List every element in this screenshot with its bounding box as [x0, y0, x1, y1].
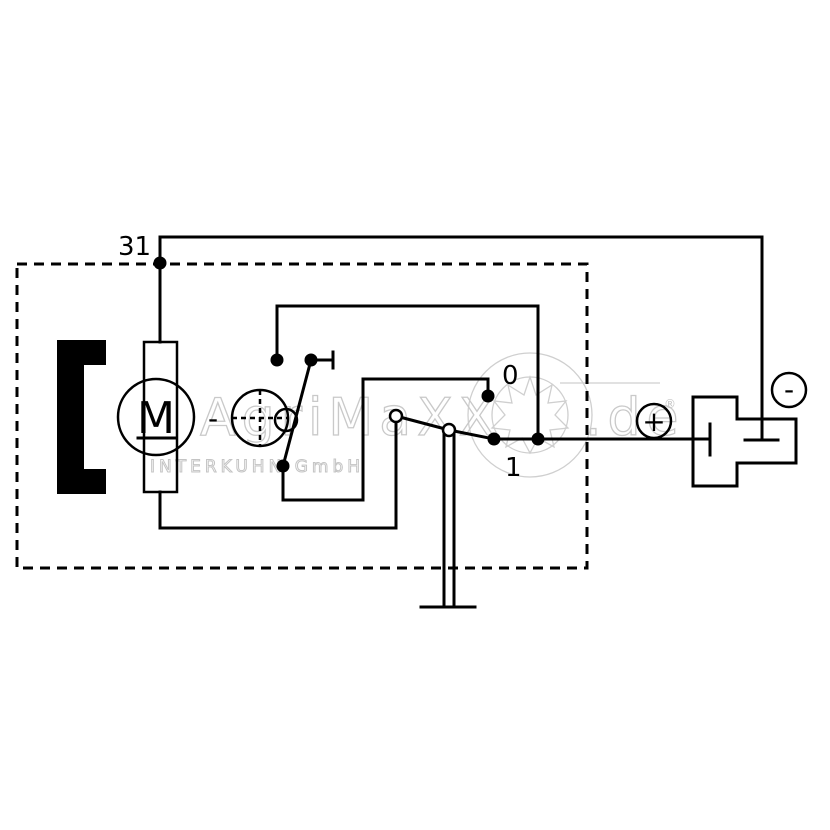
motor-field-minus: - [208, 402, 218, 435]
battery-plus-label: + [642, 405, 665, 438]
watermark-sun-logo [467, 352, 593, 478]
watermark-company: INTERKUHN GmbH [150, 457, 364, 477]
selector-switch: 0 1 [388, 361, 545, 609]
cam-wheel [230, 388, 299, 448]
magnet-bracket [57, 340, 106, 494]
plus-symbol-circle [635, 402, 673, 440]
watermark: AgriMaXX .de ® INTERKUHN GmbH [150, 352, 679, 478]
park-switch [270, 304, 540, 502]
motor-letter: M [137, 393, 175, 444]
battery-symbol [691, 395, 798, 488]
watermark-registered: ® [664, 397, 676, 411]
label-terminal-31: 31 [118, 232, 151, 262]
wire-motor-to-lever [158, 414, 398, 530]
minus-symbol-circle [770, 371, 808, 409]
battery-minus-label: - [784, 373, 794, 406]
motor-symbol: M [116, 340, 196, 494]
watermark-brand-text: AgriMaXX [200, 388, 500, 448]
dashed-enclosure [15, 262, 589, 570]
label-position-0: 0 [502, 361, 519, 391]
wire-terminal-31 [158, 235, 764, 442]
label-position-1: 1 [505, 453, 522, 483]
